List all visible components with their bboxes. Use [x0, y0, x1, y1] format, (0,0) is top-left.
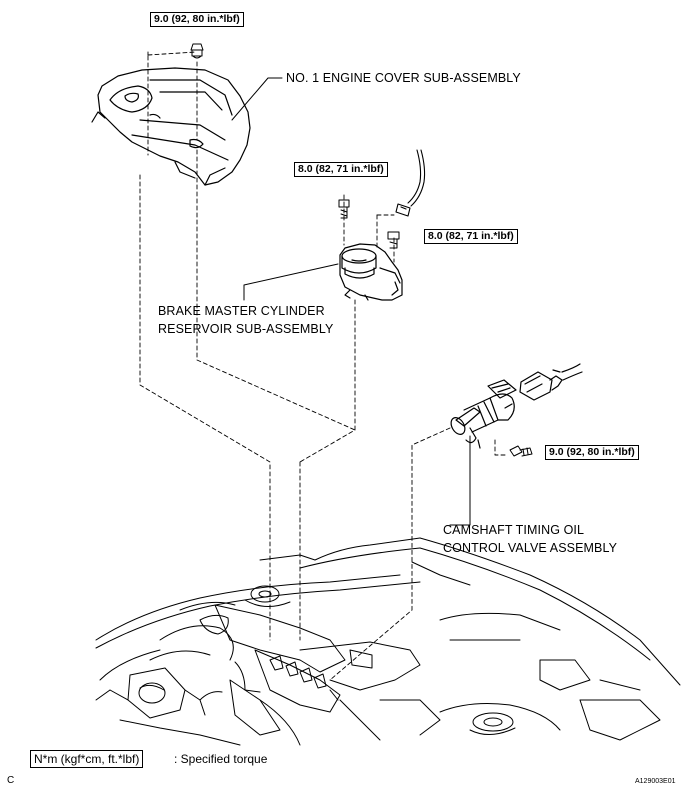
engine-cover-drawing: [91, 67, 251, 186]
figure-id: A129003E01: [635, 778, 676, 785]
label-reservoir-line2: RESERVOIR SUB-ASSEMBLY: [158, 322, 334, 336]
reservoir-drawing: [339, 243, 403, 301]
torque-ocv-bolt: 9.0 (92, 80 in.*lbf): [545, 445, 639, 460]
torque-engine-cover-nut: 9.0 (92, 80 in.*lbf): [150, 12, 244, 27]
reservoir-bolt-top-drawing: [338, 199, 350, 219]
torque-reservoir-bolt-top: 8.0 (82, 71 in.*lbf): [294, 162, 388, 177]
reservoir-leader: [243, 263, 339, 301]
assembly-guide-lines: [139, 51, 509, 681]
engine-cover-nut-drawing: [190, 43, 204, 59]
legend-unit-box: N*m (kgf*cm, ft.*lbf): [30, 750, 144, 768]
label-reservoir-line1: BRAKE MASTER CYLINDER: [158, 304, 325, 318]
section-letter: C: [7, 775, 15, 786]
ocv-leader: [449, 435, 471, 526]
reservoir-bolt-side-drawing: [387, 231, 400, 249]
label-ocv-line1: CAMSHAFT TIMING OIL: [443, 523, 585, 537]
reservoir-wire-drawing: [395, 149, 426, 217]
engine-cover-leader: [231, 77, 283, 121]
ocv-connector-drawing: [519, 363, 583, 401]
label-engine-cover: NO. 1 ENGINE COVER SUB-ASSEMBLY: [286, 71, 521, 85]
legend-description: : Specified torque: [174, 752, 268, 766]
engine-bay-drawing: [95, 537, 681, 746]
label-ocv-line2: CONTROL VALVE ASSEMBLY: [443, 541, 618, 555]
ocv-drawing: [450, 379, 517, 449]
ocv-bolt-drawing: [509, 445, 533, 457]
torque-reservoir-bolt-side: 8.0 (82, 71 in.*lbf): [424, 229, 518, 244]
